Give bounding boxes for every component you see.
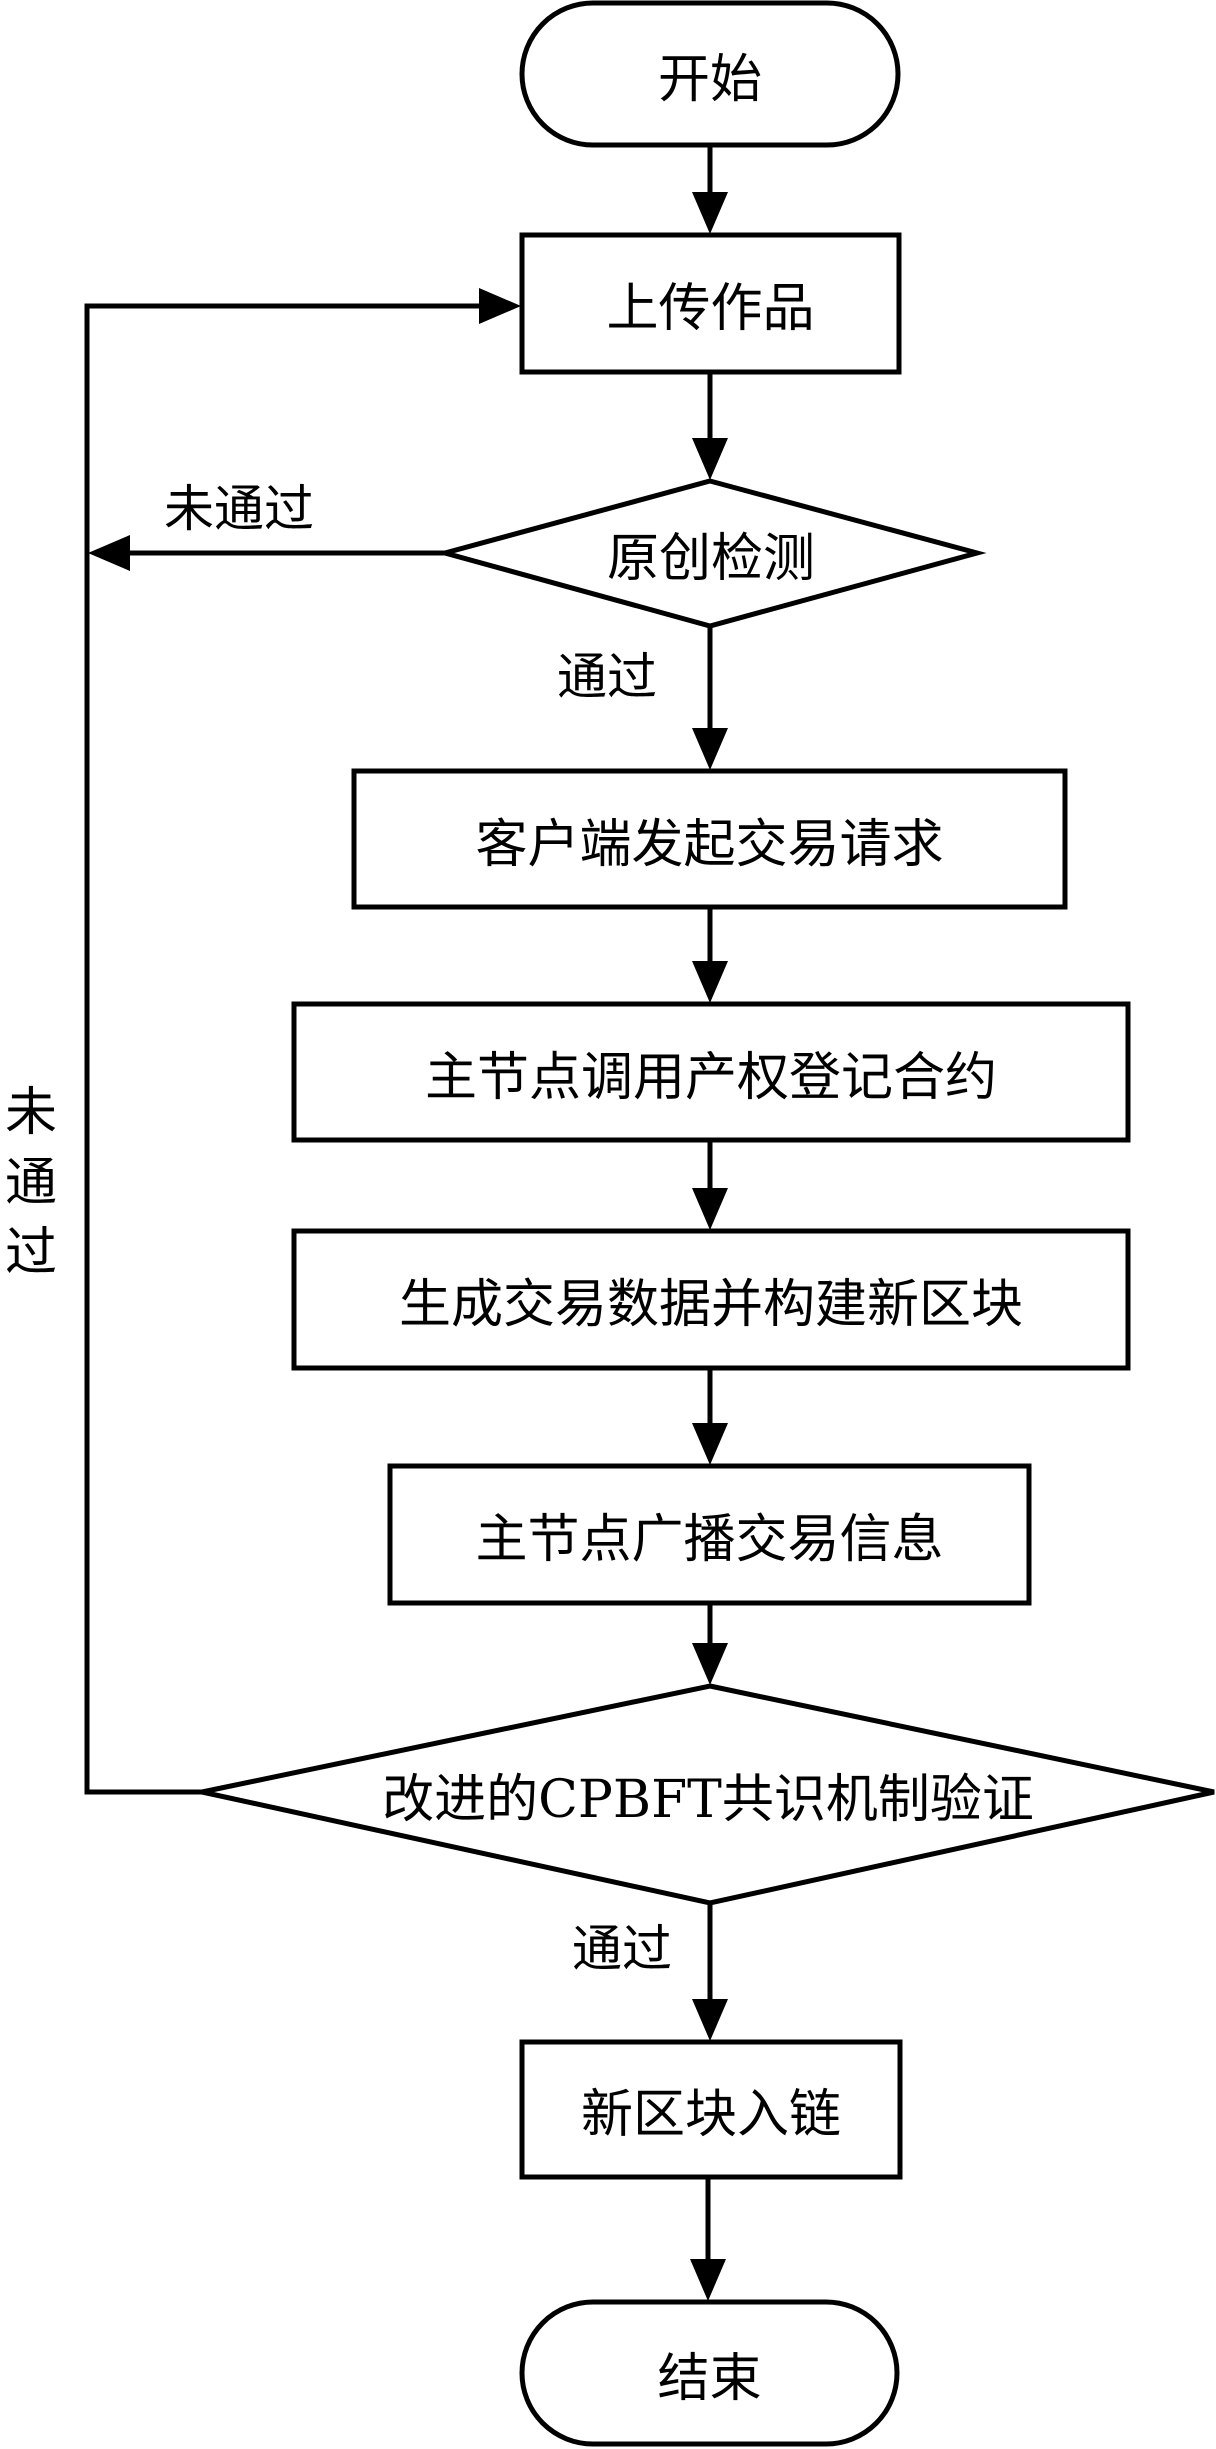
end-label: 结束 [657, 2348, 762, 2409]
consensus-check-label: 改进的CPBFT共识机制验证 [382, 1770, 1034, 1830]
arrowhead-down-icon [692, 961, 728, 1003]
arrowhead-down-icon [692, 1423, 728, 1465]
arrowhead-down-icon [692, 1999, 728, 2041]
arrowhead-left-icon [88, 535, 130, 571]
arrowhead-down-icon [692, 728, 728, 770]
arrowhead-right-icon [479, 288, 521, 324]
end-terminator [519, 2299, 900, 2447]
client-request-label: 客户端发起交易请求 [475, 814, 944, 875]
arrowhead-down-icon [690, 2259, 726, 2301]
broadcast-label: 主节点广播交易信息 [475, 1510, 944, 1570]
start-label: 开始 [657, 49, 762, 110]
invoke-contract-label: 主节点调用产权登记合约 [424, 1047, 997, 1108]
consensus-pass-label: 通过 [572, 1920, 672, 1978]
consensus-fail-label: 未 通 过 [4, 1083, 57, 1283]
edge-consensus-fail-loop [84, 303, 507, 1795]
arrowheads [88, 192, 728, 2301]
arrowhead-down-icon [692, 1643, 728, 1685]
upload-label: 上传作品 [606, 279, 815, 339]
originality-pass-label: 通过 [557, 648, 657, 706]
build-block-label: 生成交易数据并构建新区块 [398, 1275, 1023, 1335]
arrowhead-down-icon [692, 438, 728, 480]
arrowhead-down-icon [692, 1188, 728, 1230]
arrowhead-down-icon [692, 192, 728, 234]
append-block-label: 新区块入链 [580, 2085, 841, 2145]
originality-check-label: 原创检测 [606, 529, 815, 589]
append-block-box [519, 2039, 903, 2180]
originality-fail-label: 未通过 [164, 480, 314, 538]
